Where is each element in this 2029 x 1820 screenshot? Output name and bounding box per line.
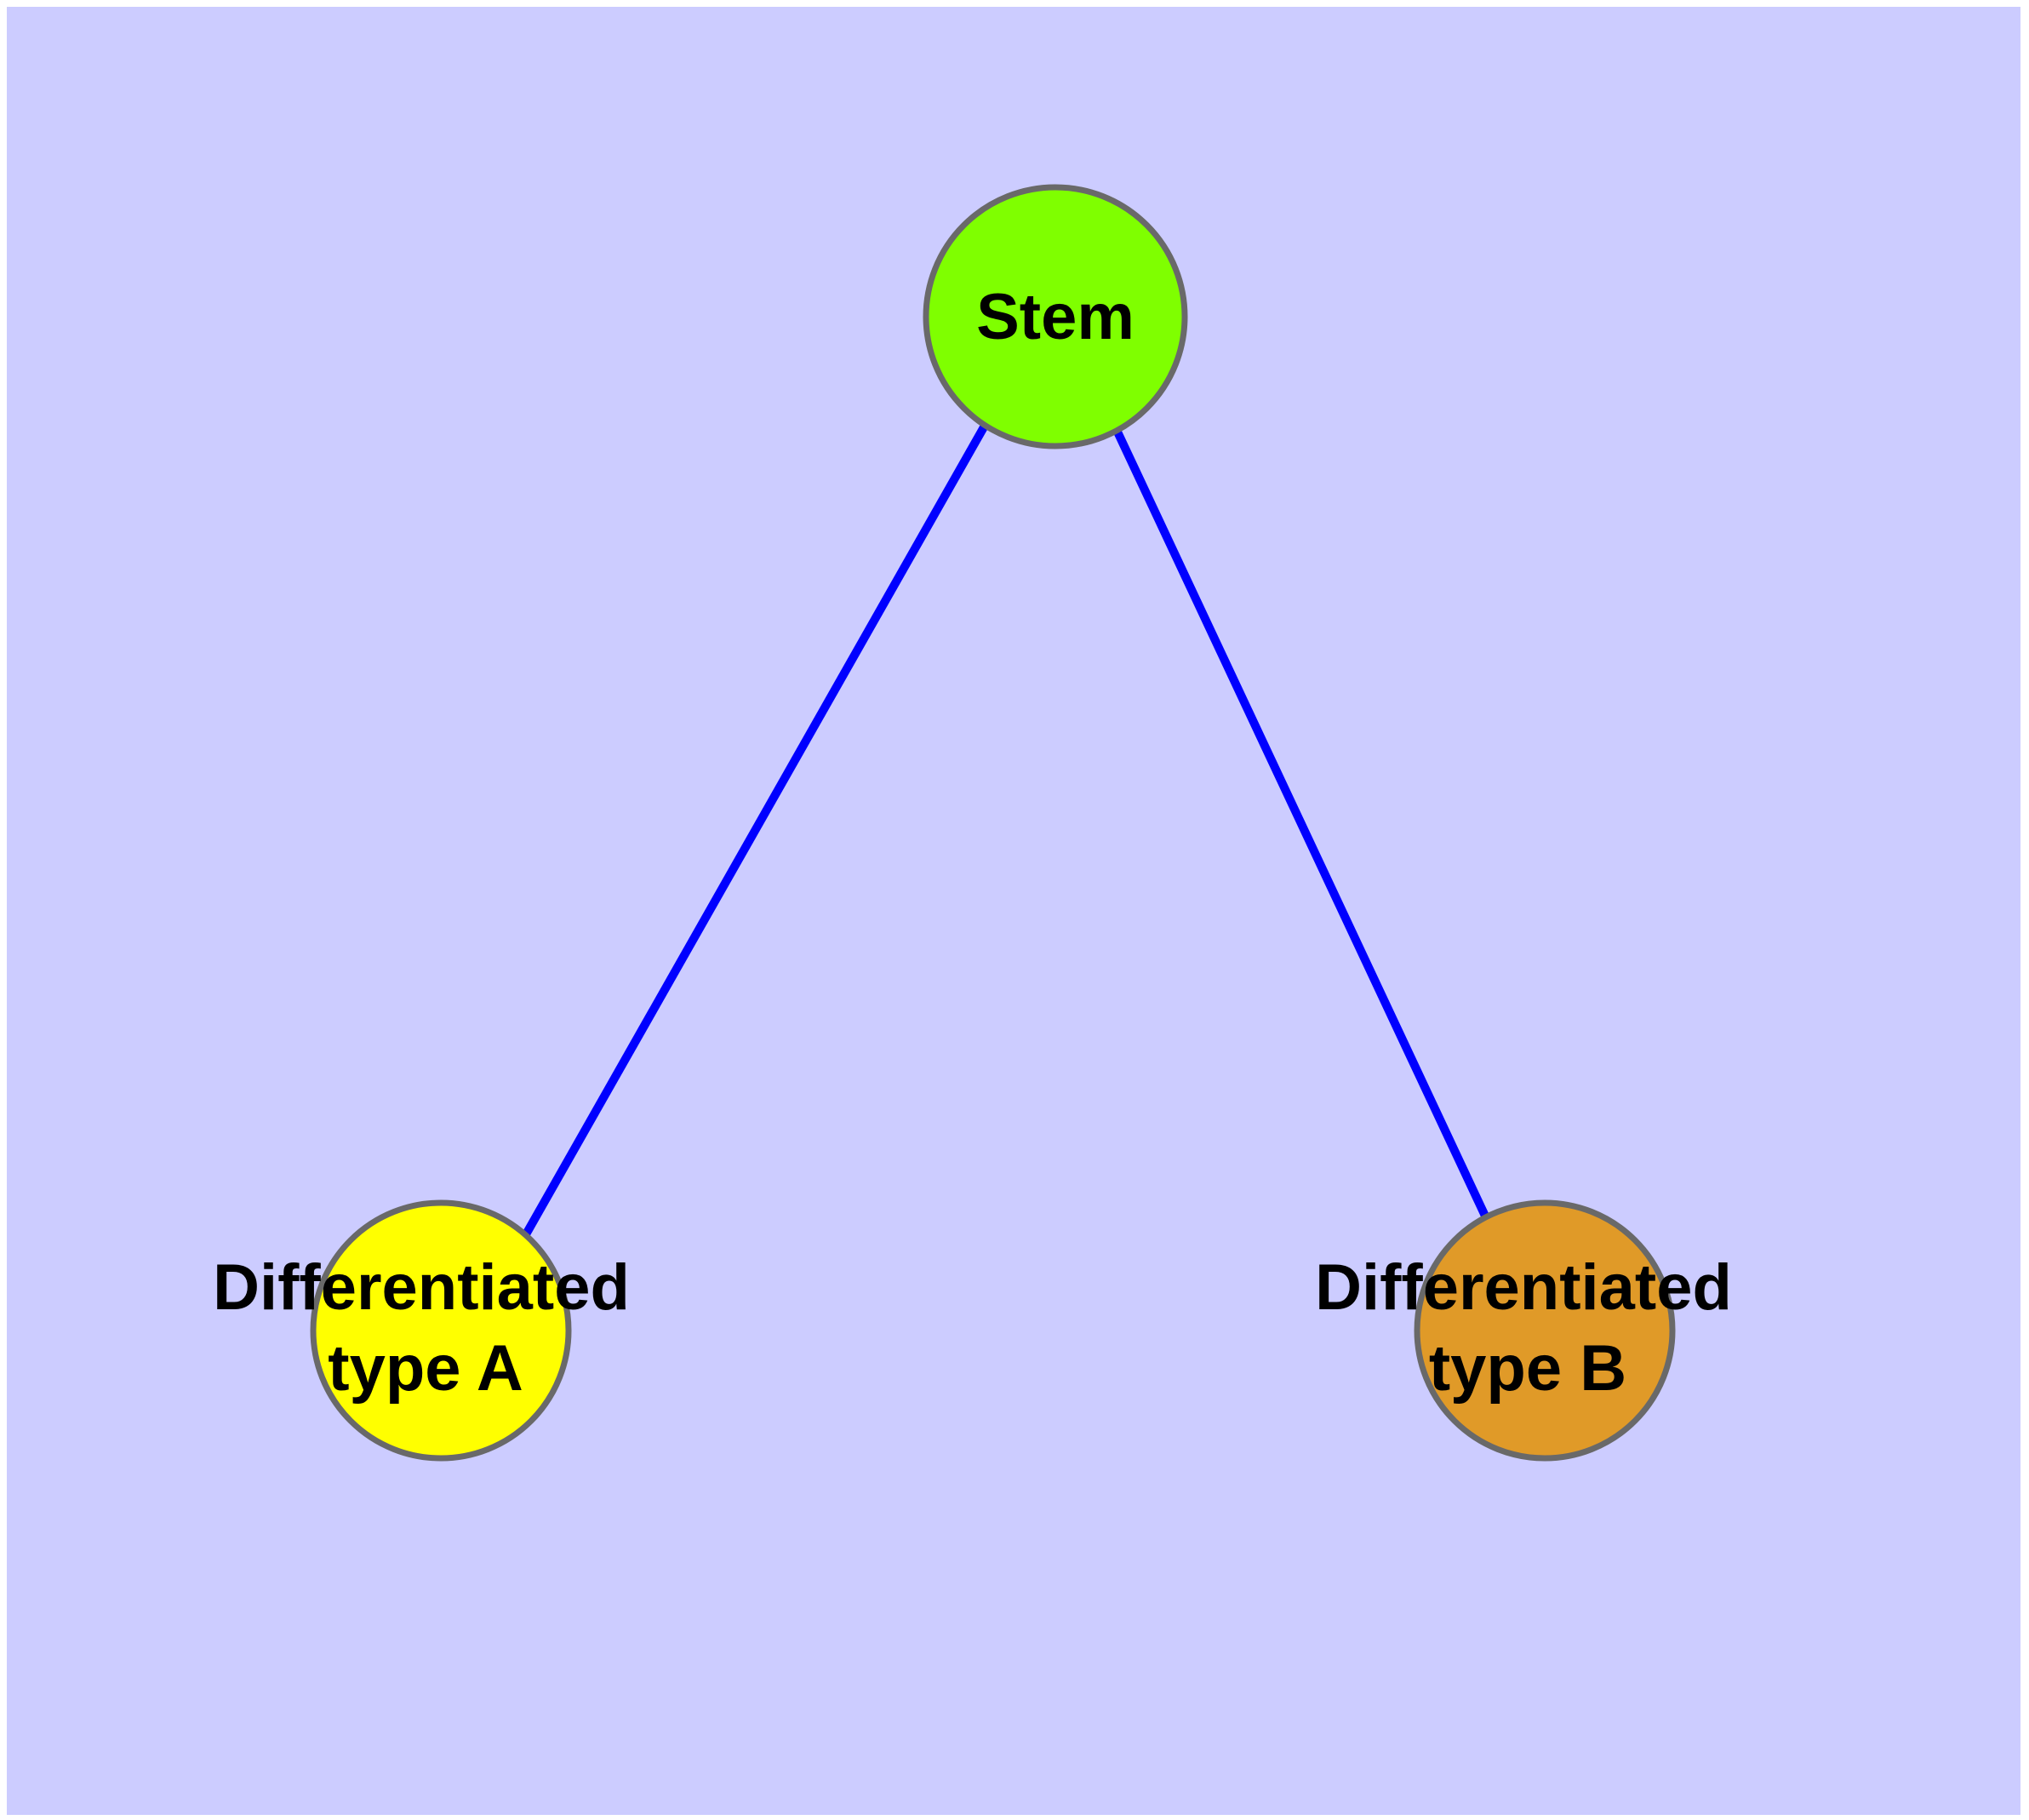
node-label-differentiated-type-a-line2: type A <box>328 1332 523 1405</box>
node-label-differentiated-type-a-line1: Differentiated <box>213 1251 630 1324</box>
edge-stem-to-differentiated-type-b <box>1112 426 1494 1228</box>
edge-stem-to-differentiated-type-a <box>522 423 989 1237</box>
node-differentiated-type-b[interactable] <box>1414 1199 1676 1462</box>
node-stem[interactable] <box>923 184 1188 449</box>
node-label-stem: Stem <box>976 281 1135 353</box>
node-label-differentiated-type-b-line2: type B <box>1429 1332 1626 1405</box>
node-differentiated-type-a[interactable] <box>310 1199 572 1462</box>
node-label-differentiated-type-b-line1: Differentiated <box>1315 1251 1732 1324</box>
